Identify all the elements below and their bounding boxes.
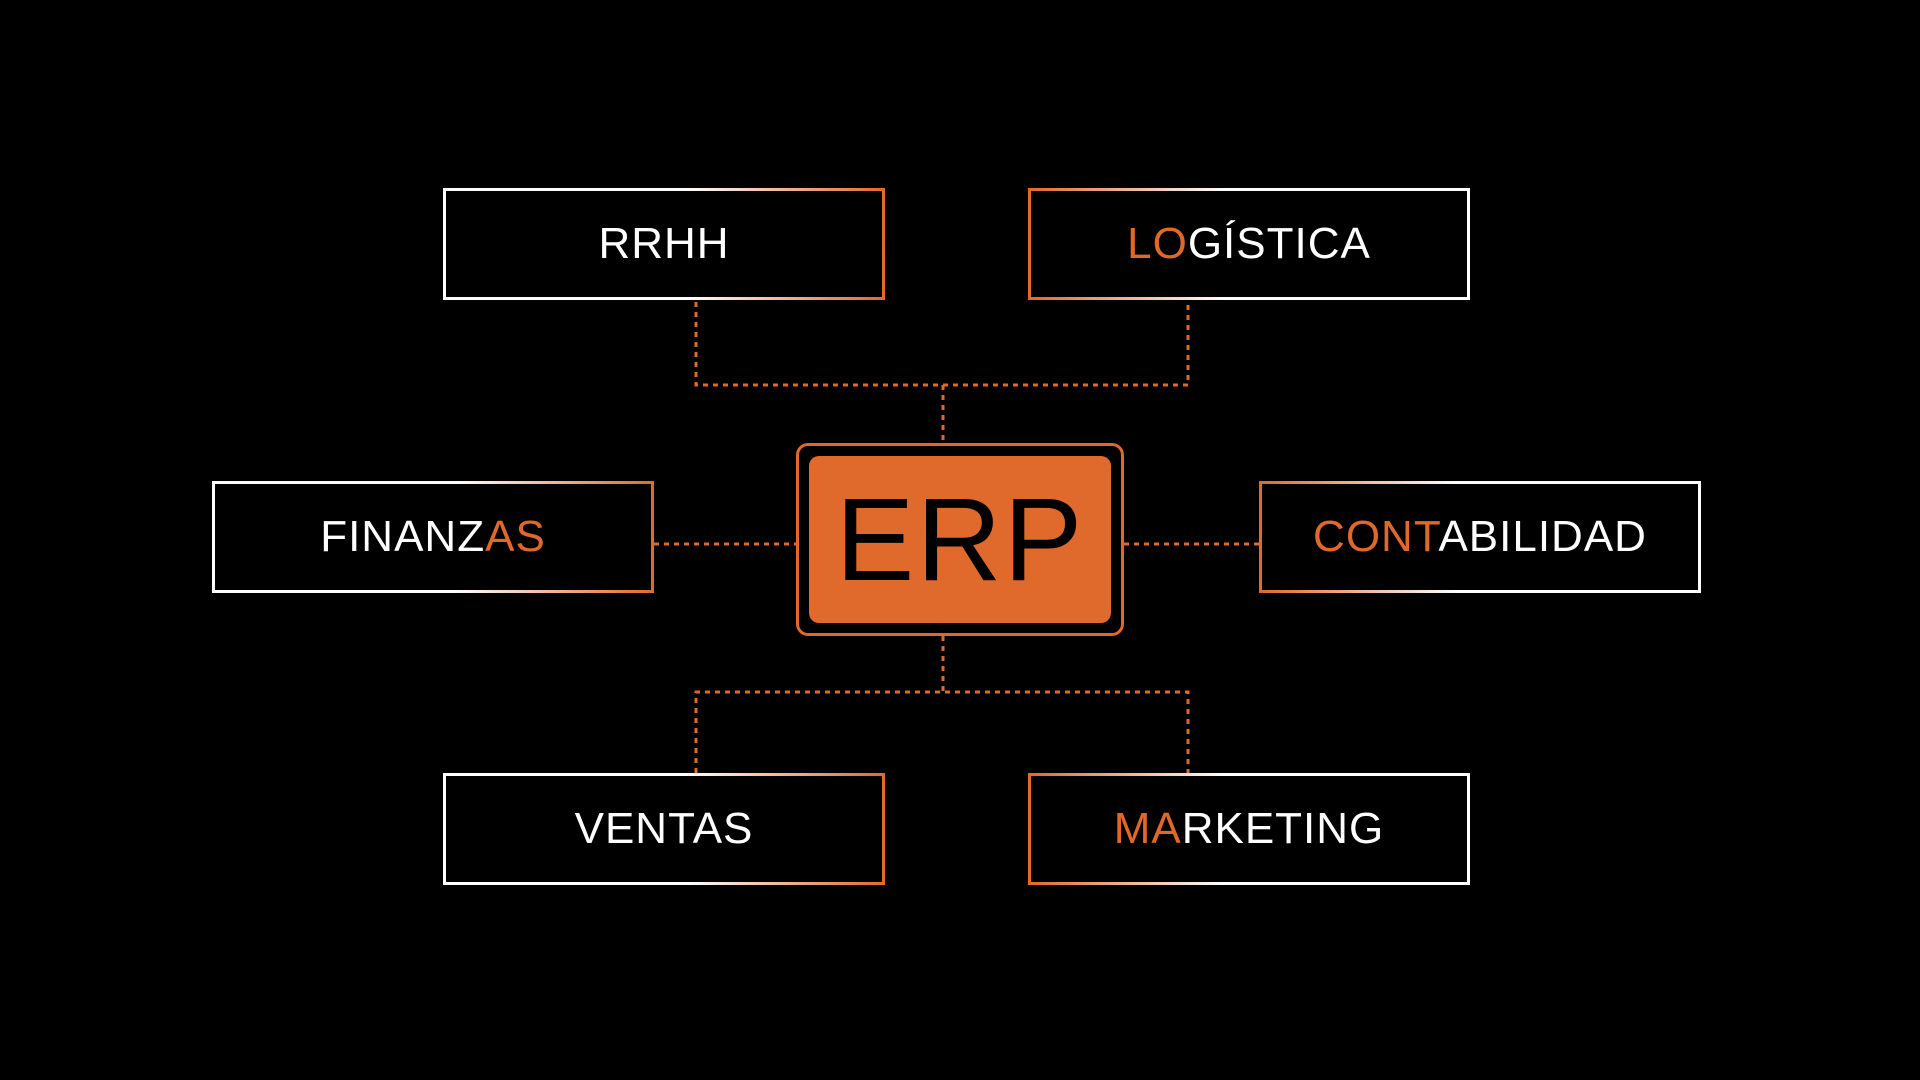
module-ventas: VENTAS <box>443 773 885 885</box>
erp-center-fill: ERP <box>809 456 1111 623</box>
module-marketing-label: MARKETING <box>1113 804 1385 853</box>
module-marketing: MARKETING <box>1028 773 1470 885</box>
module-rrhh-label: RRHH <box>598 219 730 268</box>
module-logistica-label: LOGÍSTICA <box>1127 219 1371 268</box>
connector-ventas-marketing <box>694 690 1190 773</box>
erp-label: ERP <box>835 473 1085 606</box>
erp-center-node: ERP <box>796 443 1124 636</box>
module-rrhh: RRHH <box>443 188 885 300</box>
module-finanzas-label: FINANZAS <box>320 512 546 561</box>
connector-rrhh-logistica <box>694 302 1190 387</box>
module-contabilidad: CONTABILIDAD <box>1259 481 1701 593</box>
module-contabilidad-label: CONTABILIDAD <box>1313 512 1647 561</box>
module-logistica: LOGÍSTICA <box>1028 188 1470 300</box>
module-ventas-label: VENTAS <box>574 804 754 853</box>
module-finanzas: FINANZAS <box>212 481 654 593</box>
